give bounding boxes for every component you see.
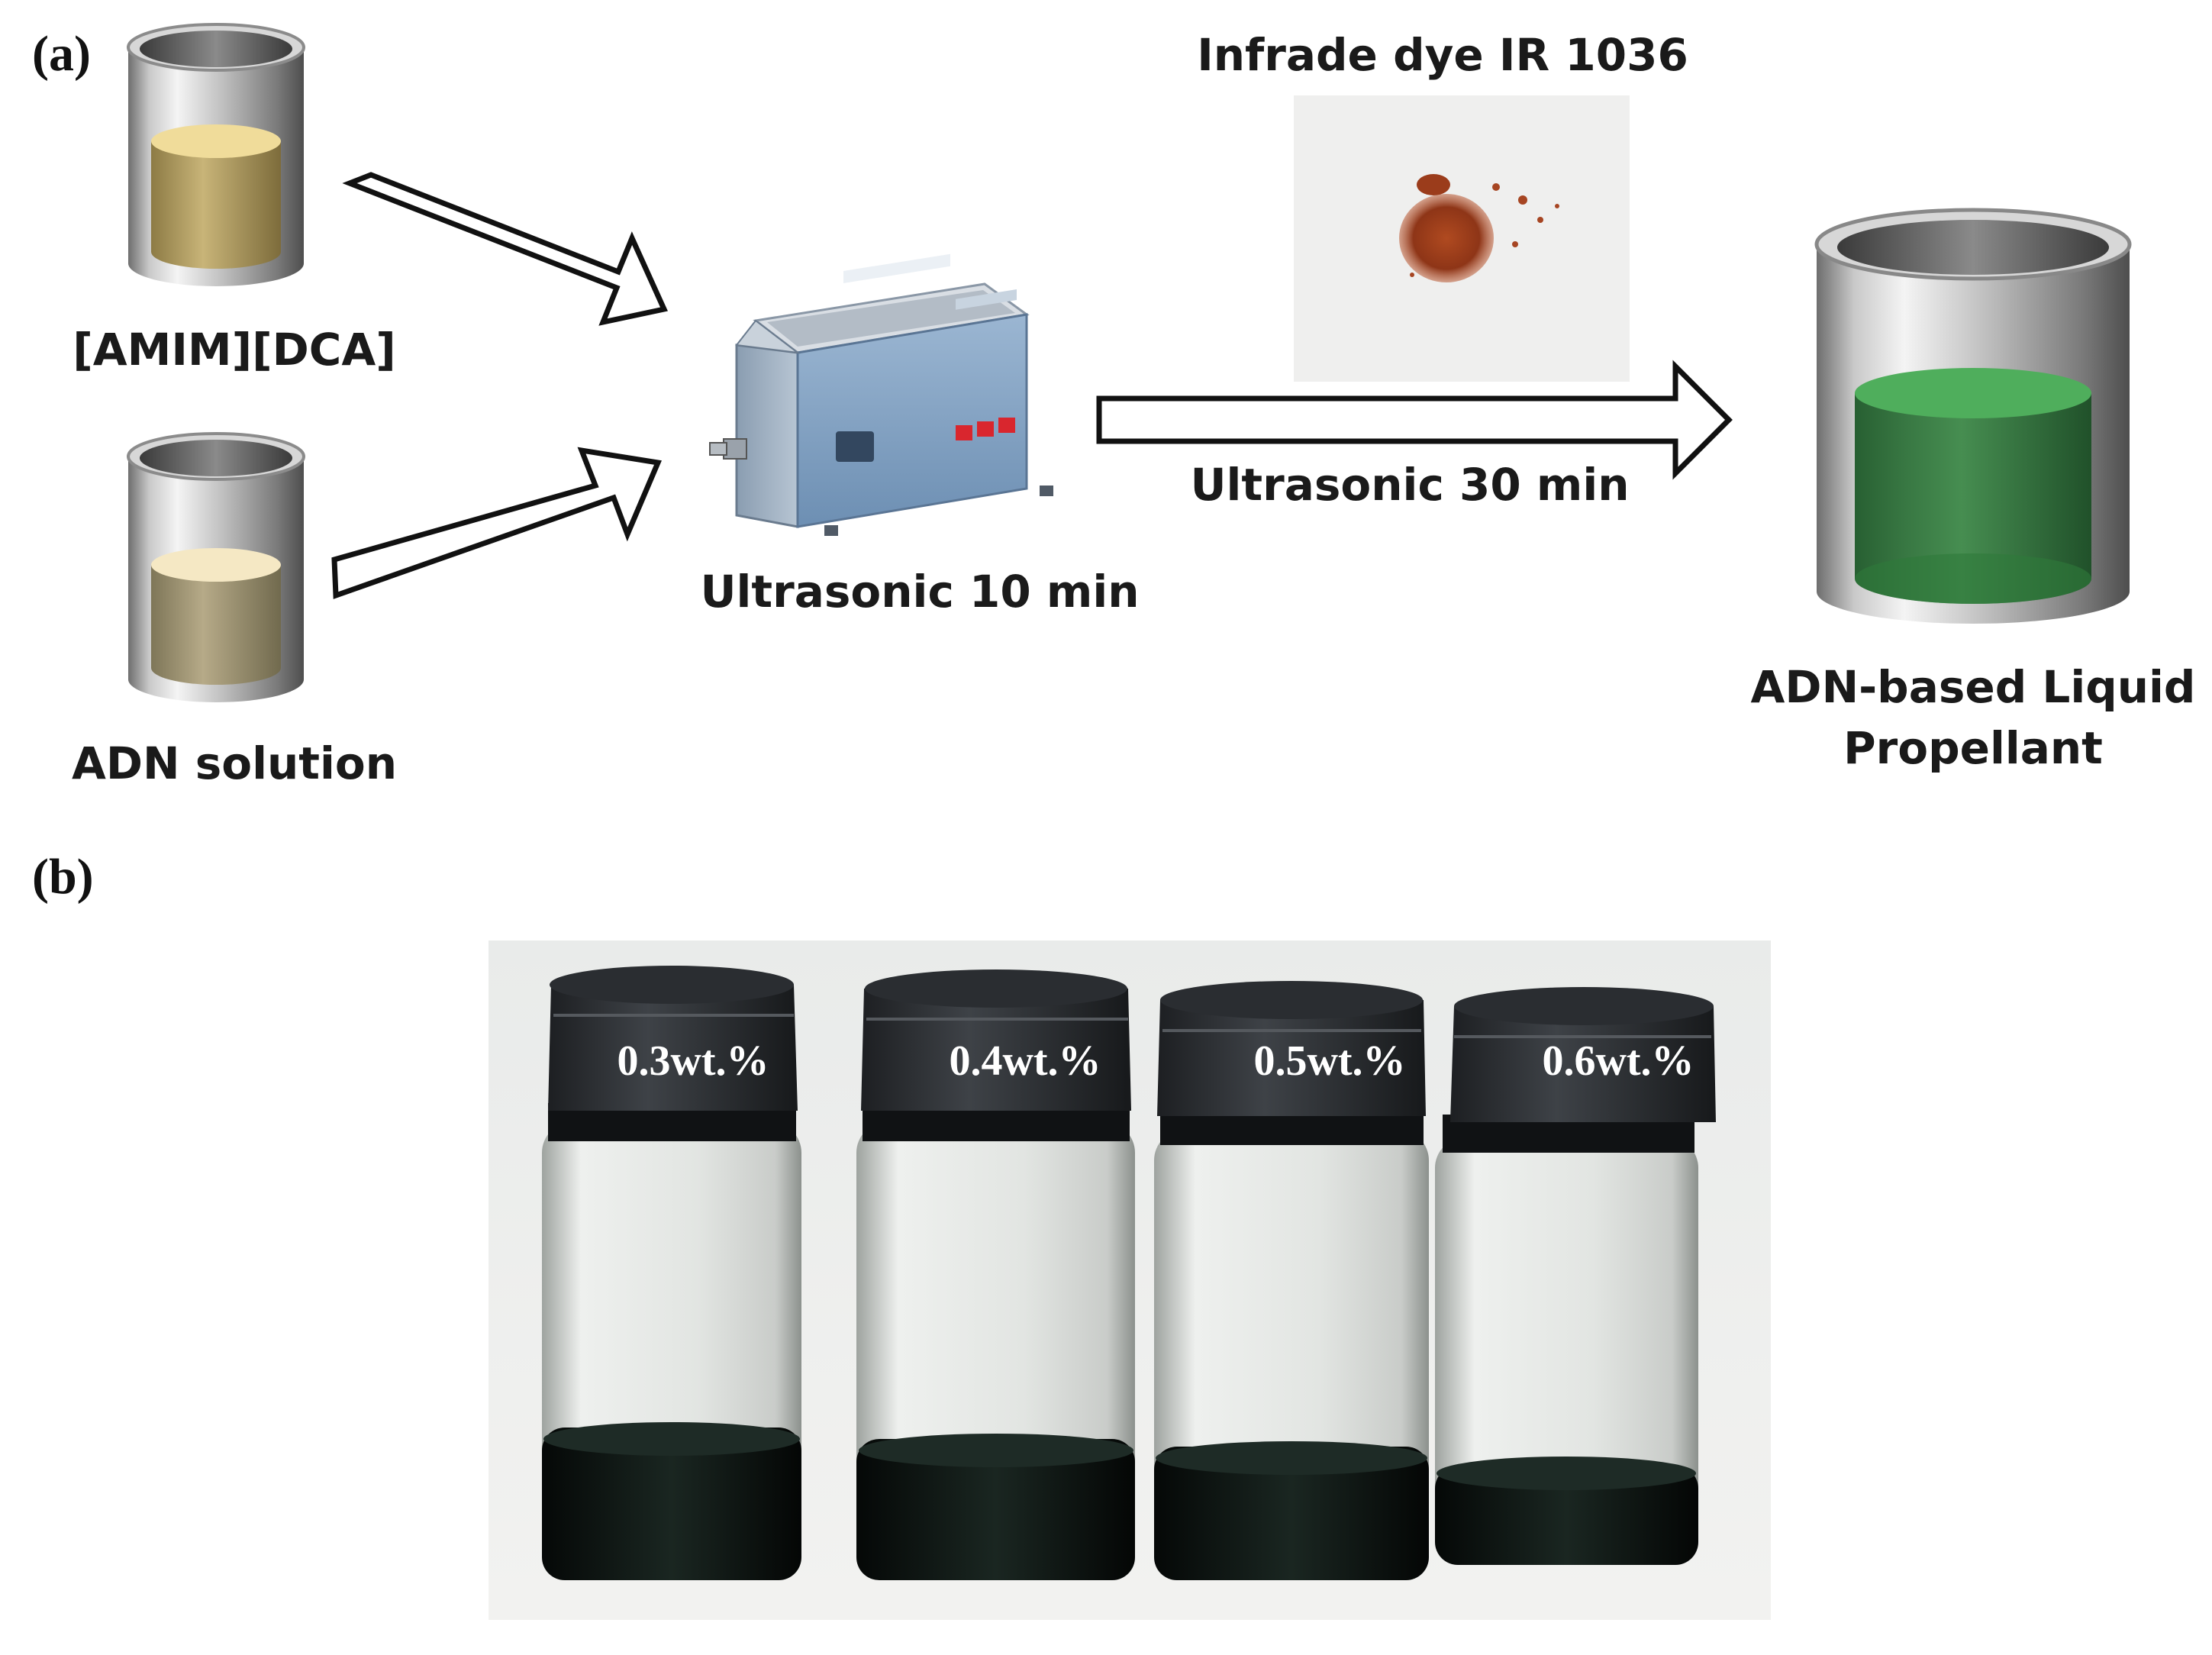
beaker-amim-label: [AMIM][DCA] (73, 324, 396, 376)
vial-0.5 (1154, 981, 1429, 1580)
vial-0.4 (856, 969, 1135, 1580)
beaker-amim-dca (127, 23, 305, 286)
product-label-line1: ADN-based Liquid (1751, 661, 2196, 713)
vial-label-0.3: 0.3wt.% (617, 1037, 769, 1085)
dye-label: Infrade dye IR 1036 (1197, 29, 1688, 81)
beaker-adn-solution (127, 432, 305, 702)
propellant-liquid-surface (1855, 368, 2091, 418)
vial-label-0.4: 0.4wt.% (949, 1037, 1101, 1085)
amim-liquid (151, 141, 281, 269)
arrow-amim-to-bath (342, 172, 668, 326)
vial-label-0.5: 0.5wt.% (1253, 1037, 1405, 1085)
arrow-ultrasonic-30-label: Ultrasonic 30 min (1190, 459, 1629, 511)
dye-powder-pile (1399, 194, 1494, 282)
bath-power-switch (836, 431, 874, 462)
arrow-adn-to-bath (331, 447, 662, 599)
display-digit-0 (956, 425, 972, 440)
display-digit-2 (998, 418, 1015, 433)
dye-powder-photo (1294, 95, 1630, 382)
panel-a-label: (a) (32, 26, 91, 82)
adn-liquid (151, 565, 281, 685)
bath-label: Ultrasonic 10 min (700, 566, 1139, 618)
panel-b-label: (b) (32, 849, 94, 905)
vial-0.3 (542, 966, 801, 1580)
beaker-adn-label: ADN solution (72, 737, 397, 789)
vial-label-0.6: 0.6wt.% (1542, 1037, 1694, 1085)
ultrasonic-bath-icon (709, 253, 1053, 536)
beaker-propellant (1814, 208, 2132, 624)
propellant-liquid (1855, 393, 2091, 604)
vial-0.6 (1435, 987, 1716, 1565)
vials-photo: 0.3wt.% 0.4wt.% 0.5wt.% 0.6wt.% (489, 940, 1771, 1620)
product-label-line2: Propellant (1843, 722, 2103, 774)
bath-buttons (956, 289, 1017, 310)
adn-liquid-surface (151, 548, 281, 582)
amim-liquid-surface (151, 124, 281, 158)
display-digit-1 (977, 421, 994, 437)
arrow-bath-to-product (1096, 360, 1733, 480)
